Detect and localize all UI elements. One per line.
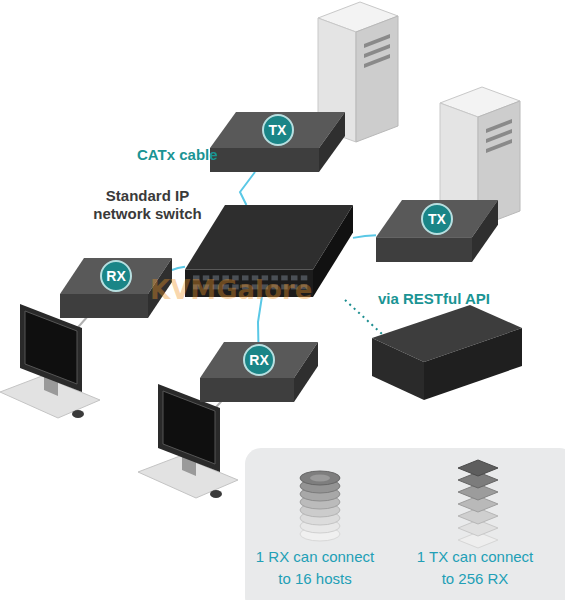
switch-label: Standard IP network switch [85,187,210,223]
device-side [294,342,318,402]
catx-cable [240,172,255,205]
catx-cable [258,297,262,342]
receiver-unit: RX [60,258,172,318]
switch-port [242,275,249,280]
stack-slab [458,520,498,536]
stack-slab [458,496,498,512]
workstation [0,304,100,418]
device-side [148,258,172,318]
stack-disc [310,475,330,482]
monitor-screen [25,311,77,384]
api-link [345,300,382,334]
unit-badge: RX [243,344,275,376]
server-slot [486,139,512,153]
switch-port [262,284,269,289]
switch-port [203,284,210,289]
device-side [313,205,353,297]
transmitter-unit: TX [210,112,345,172]
switch-port [242,284,249,289]
switch-port [281,275,288,280]
catx-cable [172,267,185,270]
switch-port [301,275,308,280]
mouse [210,490,222,498]
network-switch: Standard IP network switch [185,205,353,297]
switch-port [232,275,239,280]
stack-disc [300,527,340,541]
unit-badge: RX [100,260,132,292]
host-stack-icon [300,471,340,541]
panel-note: 1 RX can connect to 16 hosts [250,546,380,590]
stack-slab [458,532,498,548]
switch-port [262,275,269,280]
stack-disc [300,471,340,485]
transmitter-unit: TX [376,200,498,262]
unit-badge: TX [421,203,453,235]
device-outline [185,205,353,297]
receiver-stack-icon [458,460,498,548]
switch-port [291,275,298,280]
switch-port [193,284,200,289]
server-slot [364,54,390,68]
stack-slab [458,472,498,488]
device-side [472,200,498,262]
switch-port [252,275,258,280]
switch-port [271,284,278,289]
switch-port [213,275,220,280]
stack-disc [300,511,340,525]
device-front [200,378,294,402]
catx-cable [353,235,376,238]
server-front [356,16,398,142]
unit-badge: TX [262,114,294,146]
switch-port [271,275,278,280]
switch-port [291,284,298,289]
switch-port [203,275,210,280]
panel-note: 1 TX can connect to 256 RX [410,546,540,590]
device-front [376,237,472,262]
controller-side [372,338,424,400]
device-front [60,294,148,318]
switch-port [222,284,229,289]
receiver-unit: RX [200,342,318,402]
api-label: via RESTful API [378,290,490,307]
switch-port [252,284,258,289]
device-side [319,112,345,172]
switch-port [301,284,308,289]
stack-slab [458,484,498,500]
stack-disc [300,503,340,517]
stack-disc [300,487,340,501]
switch-port [232,284,239,289]
stack-disc [300,479,340,493]
stack-slab [458,508,498,524]
device-front [185,269,313,297]
switch-port [193,275,200,280]
cable-label: CATx cable [137,146,218,163]
stack-slab [458,460,498,476]
switch-port [213,284,220,289]
mouse [72,410,84,418]
stack-disc [300,519,340,533]
device-front [210,148,319,172]
info-panel: 1 RX can connect to 16 hosts 1 TX can con… [245,448,565,600]
stack-disc [300,495,340,509]
controller-front [424,328,522,400]
management-controller [372,305,522,400]
switch-port [222,275,229,280]
switch-port [281,284,288,289]
